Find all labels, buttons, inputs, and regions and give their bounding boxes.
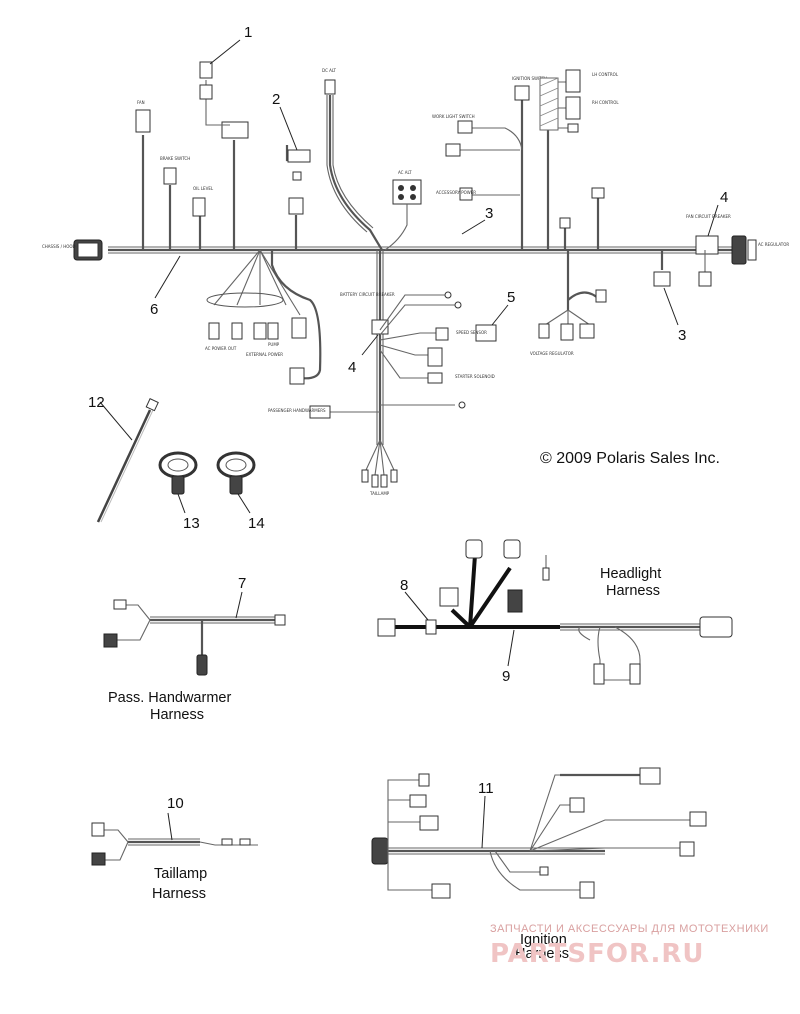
watermark-line-1: ЗАПЧАСТИ И АКСЕССУАРЫ ДЛЯ МОТОТЕХНИКИ — [490, 923, 769, 935]
svg-text:PUMP: PUMP — [268, 342, 280, 347]
main-chassis-harness: CHASSIS / HOOD AC REGULATOR FAN CIRCUIT … — [42, 61, 789, 496]
clamp-13 — [158, 451, 198, 514]
clamp-14 — [216, 451, 256, 514]
callout-7: 7 — [238, 575, 246, 592]
cable-tie-12 — [96, 398, 159, 523]
callout-6: 6 — [150, 301, 158, 318]
svg-text:VOLTAGE REGULATOR: VOLTAGE REGULATOR — [530, 351, 574, 356]
ignition-caption-1: Ignition — [520, 932, 567, 948]
svg-text:RH CONTROL: RH CONTROL — [592, 100, 619, 105]
copyright-notice: © 2009 Polaris Sales Inc. — [540, 450, 720, 467]
svg-text:ACCESSORY POWER: ACCESSORY POWER — [436, 190, 476, 195]
taillamp-harness-10: Taillamp Harness — [91, 812, 258, 902]
sensor-connector — [288, 197, 304, 215]
callout-11: 11 — [478, 780, 494, 797]
passenger-handwarmers-connector — [309, 405, 331, 419]
pump-connector — [267, 322, 279, 340]
part-5-speed-sensor — [475, 324, 497, 342]
svg-text:DC ALT: DC ALT — [322, 68, 337, 73]
taillamp-caption-1: Taillamp — [154, 866, 207, 882]
svg-text:OIL LEVEL: OIL LEVEL — [193, 186, 214, 191]
callout-12: 12 — [88, 394, 105, 411]
callout-5: 5 — [507, 289, 515, 306]
ac-regulator-connector — [731, 235, 747, 265]
ignition-switch-connector — [514, 85, 530, 101]
ignition-left-connector — [371, 837, 389, 865]
fan-circuit-breaker-label: FAN CIRCUIT BREAKER — [686, 214, 731, 219]
handwarmer-harness-7: Pass. Handwarmer Harness — [103, 591, 286, 723]
watermark: ЗАПЧАСТИ И АКСЕССУАРЫ ДЛЯ МОТОТЕХНИКИ PA… — [490, 923, 769, 969]
callout-4a: 4 — [720, 189, 728, 206]
svg-text:WORK LIGHT SWITCH: WORK LIGHT SWITCH — [432, 114, 475, 119]
ac-regulator-label: AC REGULATOR — [758, 242, 789, 247]
svg-text:STARTER SOLENOID: STARTER SOLENOID — [455, 374, 495, 379]
handwarmer-caption-1: Pass. Handwarmer — [108, 690, 231, 706]
fan-circuit-breaker — [695, 235, 719, 255]
headlight-caption-1: Headlight — [600, 566, 661, 582]
rh-control-connector — [565, 96, 581, 120]
callout-numbers: 1 2 3 3 4 4 5 6 7 8 9 10 11 12 13 14 — [88, 24, 728, 812]
callout-4b: 4 — [348, 359, 356, 376]
accessory-power-connector — [459, 187, 473, 201]
headlight-bulb-connector-a — [465, 539, 483, 559]
external-power-connector — [253, 322, 267, 340]
ignition-harness-11: Ignition Harness — [371, 767, 707, 962]
headlight-left-connector — [377, 618, 396, 637]
headlight-bulb-connector-b — [503, 539, 521, 559]
hatched-sleeve — [539, 77, 559, 131]
part-3-relay-right — [653, 271, 671, 287]
callout-leaders — [154, 39, 719, 356]
part-1-connector — [199, 61, 213, 79]
callout-3a: 3 — [485, 205, 493, 222]
defrost-connector — [445, 143, 461, 157]
callout-8: 8 — [400, 577, 408, 594]
callout-13: 13 — [183, 515, 200, 532]
lh-control-connector — [565, 69, 581, 93]
dc-alt-connector — [324, 79, 336, 95]
svg-text:AC ALT: AC ALT — [398, 170, 412, 175]
taillamp-caption-2: Harness — [152, 886, 206, 902]
oil-level-connector — [192, 197, 206, 217]
ac-alt-connector — [392, 179, 422, 205]
svg-text:LH CONTROL: LH CONTROL — [592, 72, 619, 77]
callout-14: 14 — [248, 515, 265, 532]
work-light-switch-connector — [457, 120, 473, 134]
ac-power-out-connector — [208, 322, 220, 340]
headlight-right-connector — [699, 616, 733, 638]
svg-text:TAILLAMP: TAILLAMP — [369, 491, 390, 496]
ignition-caption-2: Harness — [515, 946, 569, 962]
fan-connector — [135, 109, 151, 133]
headlight-caption-2: Harness — [606, 583, 660, 599]
svg-text:IGNITION SWITCH: IGNITION SWITCH — [512, 76, 547, 81]
svg-text:BATTERY CIRCUIT BREAKER: BATTERY CIRCUIT BREAKER — [340, 292, 395, 297]
svg-text:PASSENGER HANDWARMERS: PASSENGER HANDWARMERS — [268, 408, 326, 413]
svg-text:BRAKE SWITCH: BRAKE SWITCH — [160, 156, 190, 161]
svg-text:AC POWER OUT: AC POWER OUT — [205, 346, 237, 351]
callout-1: 1 — [244, 24, 252, 41]
watermark-line-2: PARTSFOR.RU — [490, 939, 704, 969]
chassis-hood-label: CHASSIS / HOOD — [42, 244, 76, 249]
svg-text:FAN: FAN — [137, 100, 145, 105]
ecu-connector — [221, 121, 249, 139]
svg-text:EXTERNAL POWER: EXTERNAL POWER — [246, 352, 283, 357]
svg-text:SPEED SENSOR: SPEED SENSOR — [456, 330, 487, 335]
voltage-regulator-connector — [538, 323, 550, 339]
callout-10: 10 — [167, 795, 184, 812]
callout-2: 2 — [272, 91, 280, 108]
headlight-harness-9: Headlight Harness — [377, 539, 733, 685]
part-2-relay — [287, 149, 311, 163]
handwarmer-caption-2: Harness — [150, 707, 204, 723]
brake-switch-connector — [163, 167, 177, 185]
callout-3b: 3 — [678, 327, 686, 344]
callout-9: 9 — [502, 668, 510, 685]
